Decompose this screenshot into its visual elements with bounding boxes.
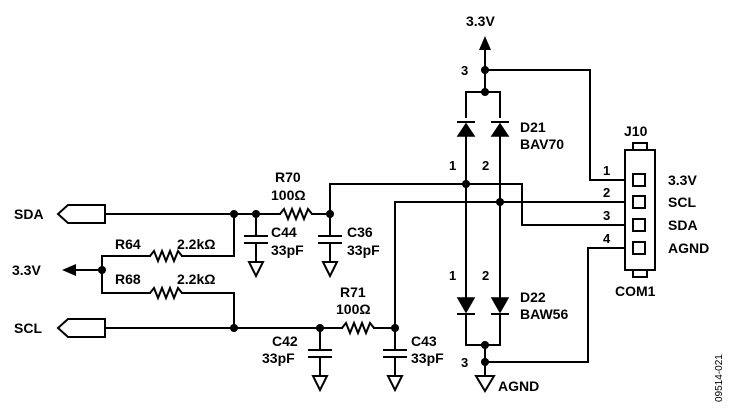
ground-symbol-agnd <box>474 361 496 393</box>
c36-ref: C36 <box>347 224 373 240</box>
figure-id: 09514-021 <box>714 354 725 402</box>
d21-pin3-number: 3 <box>461 63 468 78</box>
supply-label-top: 3.3V <box>466 13 495 29</box>
d21-part: BAV70 <box>520 136 564 152</box>
c42-ref: C42 <box>272 333 298 349</box>
diode-d22 <box>456 183 510 346</box>
d22-part: BAW56 <box>520 306 568 322</box>
r64-value: 2.2kΩ <box>177 236 215 252</box>
c44-value: 33pF <box>271 242 304 258</box>
capacitor-c36 <box>318 213 342 279</box>
d22-ref: D22 <box>520 289 546 305</box>
supply-arrow-top <box>479 36 491 71</box>
j10-pin1-number: 1 <box>603 163 610 178</box>
sda-port-label: SDA <box>14 206 44 222</box>
scl-port-label: SCL <box>14 320 42 336</box>
j10-pin1-label: 3.3V <box>668 172 697 188</box>
supply-arrow-left <box>62 264 103 276</box>
c43-value: 33pF <box>411 350 444 366</box>
c36-value: 33pF <box>347 242 380 258</box>
j10-pin2-label: SCL <box>668 194 696 210</box>
resistor-r68 <box>149 285 183 301</box>
r64-ref: R64 <box>115 236 141 252</box>
r70-value: 100Ω <box>271 187 306 203</box>
capacitor-c43 <box>383 327 407 393</box>
r68-value: 2.2kΩ <box>177 271 215 287</box>
d22-pin3-number: 3 <box>461 355 468 370</box>
junction-scl-pullup <box>230 324 238 332</box>
connector-j10 <box>624 142 656 278</box>
c42-value: 33pF <box>262 350 295 366</box>
r70-ref: R70 <box>275 169 301 185</box>
d22-pin2-number: 2 <box>482 268 489 283</box>
capacitor-c42 <box>308 327 332 393</box>
resistor-r64 <box>149 248 183 264</box>
j10-pin4-number: 4 <box>603 231 611 246</box>
r71-ref: R71 <box>340 284 366 300</box>
ground-label: AGND <box>498 378 539 394</box>
c44-ref: C44 <box>271 224 297 240</box>
supply-label-left: 3.3V <box>12 262 41 278</box>
resistor-r70 <box>279 206 313 222</box>
diode-d21 <box>456 91 510 201</box>
d21-pin1-number: 1 <box>449 158 456 173</box>
resistor-r71 <box>341 320 375 336</box>
j10-pin2-number: 2 <box>603 185 610 200</box>
j10-pin4-label: AGND <box>668 240 709 256</box>
j10-pin3-label: SDA <box>668 217 698 233</box>
c43-ref: C43 <box>411 333 437 349</box>
r68-ref: R68 <box>115 271 141 287</box>
scl-port-symbol <box>56 318 106 338</box>
j10-ref: J10 <box>624 123 648 139</box>
d21-pin2-number: 2 <box>482 158 489 173</box>
r71-value: 100Ω <box>336 301 371 317</box>
d21-ref: D21 <box>520 119 546 135</box>
capacitor-c44 <box>244 213 268 279</box>
sda-port-symbol <box>56 204 106 224</box>
d22-pin1-number: 1 <box>449 268 456 283</box>
j10-pin3-number: 3 <box>603 208 610 223</box>
j10-part: COM1 <box>615 283 656 299</box>
